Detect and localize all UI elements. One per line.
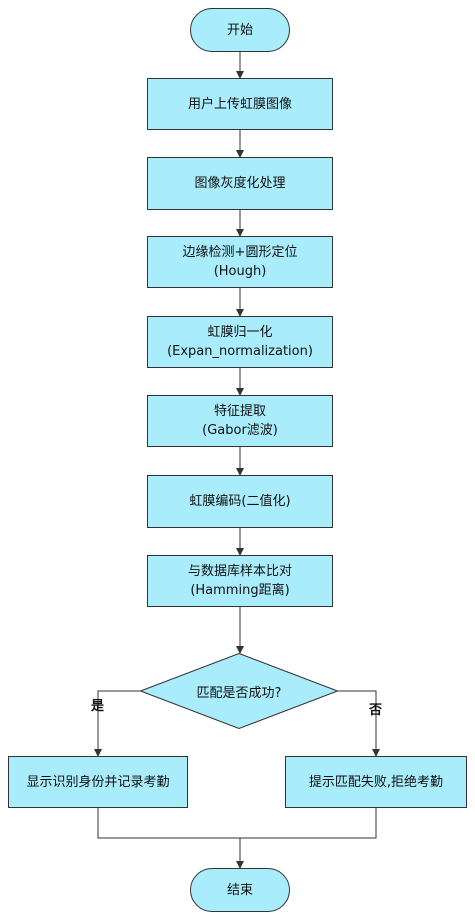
edge-detection-label-line2: (Hough) [213,264,267,279]
success-label: 显示识别身份并记录考勤 [26,774,170,790]
end-label: 结束 [226,882,253,898]
encoding-node: 虹膜编码(二值化) [147,475,333,528]
line-fail-merge [240,808,377,839]
comparison-node: 与数据库样本比对 (Hamming距离) [147,555,333,607]
upload-node: 用户上传虹膜图像 [147,78,333,130]
feature-extraction-node: 特征提取 (Gabor滤波) [147,395,333,447]
decision-label: 匹配是否成功? [196,685,282,701]
normalization-node: 虹膜归一化 (Expan_normalization) [147,316,333,368]
start-label: 开始 [226,22,253,38]
encoding-label: 虹膜编码(二值化) [189,494,291,509]
yes-label: 是 [91,699,105,714]
decision-diamond [140,653,338,729]
fail-node: 提示匹配失败,拒绝考勤 [285,756,467,808]
edge-detection-label-line1: 边缘检测+圆形定位 [182,245,298,260]
upload-label: 用户上传虹膜图像 [187,96,292,112]
grayscale-node: 图像灰度化处理 [147,157,333,210]
normalization-label-line1: 虹膜归一化 [207,325,273,340]
edge-detection-node: 边缘检测+圆形定位 (Hough) [147,236,333,288]
end-node: 结束 [190,868,290,912]
start-node: 开始 [190,8,290,52]
line-success-merge [97,808,240,839]
normalization-label-line2: (Expan_normalization) [167,344,313,359]
comparison-label-line2: (Hamming距离) [190,583,290,598]
no-label: 否 [369,703,383,718]
decision-node: 匹配是否成功? [140,653,338,729]
success-node: 显示识别身份并记录考勤 [8,756,188,808]
feature-extraction-label-line2: (Gabor滤波) [202,423,278,438]
grayscale-label: 图像灰度化处理 [194,176,286,191]
arrow-no-branch [338,690,380,757]
comparison-label-line1: 与数据库样本比对 [187,564,292,579]
fail-label: 提示匹配失败,拒绝考勤 [308,774,444,790]
feature-extraction-label-line1: 特征提取 [213,404,266,419]
arrow-yes-branch [94,690,140,757]
